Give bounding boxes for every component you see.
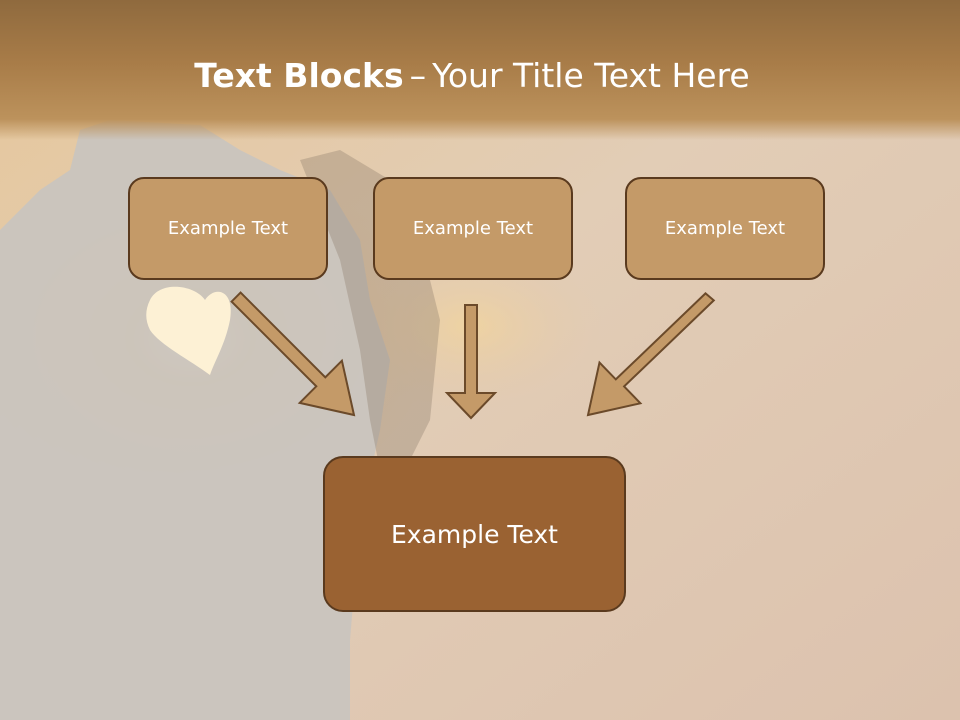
title-dash: – [409,56,427,95]
title-band [0,0,960,140]
title-rest-part: Your Title Text Here [432,56,750,95]
text-block-label: Example Text [664,218,786,239]
text-block-label: Example Text [391,519,558,549]
text-block-label: Example Text [412,218,534,239]
text-block-top-center[interactable]: Example Text [373,177,573,280]
text-block-bottom[interactable]: Example Text [323,456,626,612]
slide-title: Text Blocks–Your Title Text Here [0,56,944,96]
title-bold-part: Text Blocks [194,56,404,95]
text-block-label: Example Text [167,218,289,239]
text-block-top-right[interactable]: Example Text [625,177,825,280]
text-block-top-left[interactable]: Example Text [128,177,328,280]
